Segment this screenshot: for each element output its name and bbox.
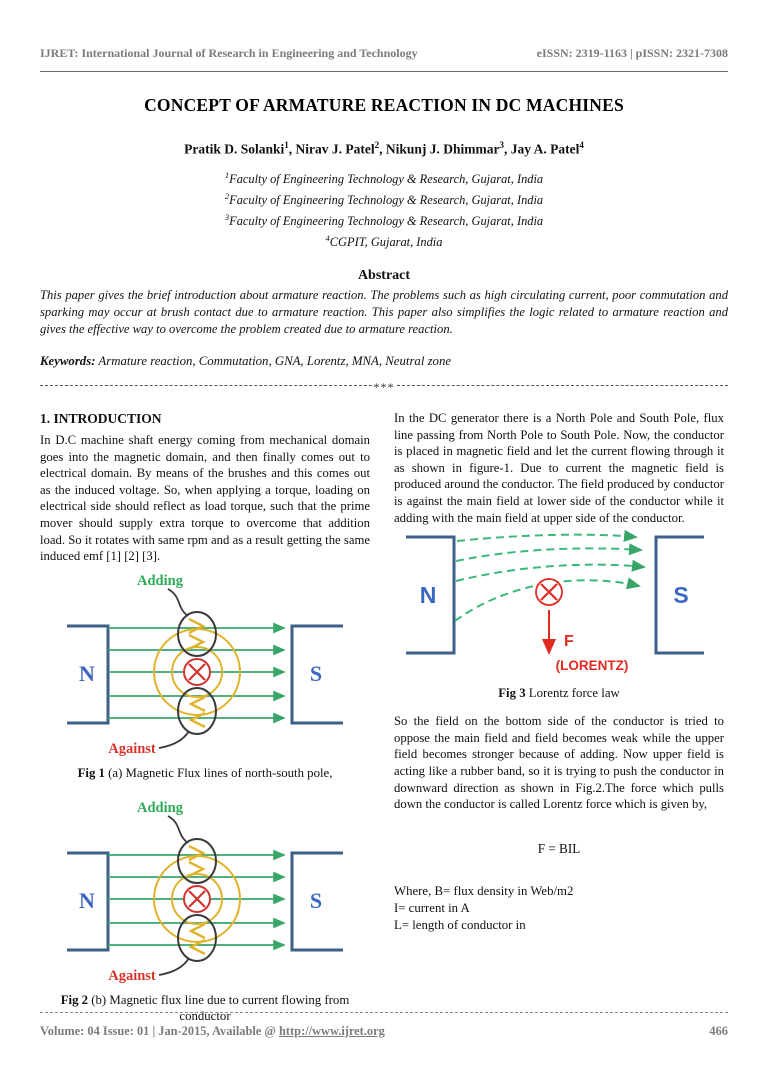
author-superscript: 4 [579, 140, 584, 150]
svg-text:S: S [310, 888, 322, 913]
figure-3: N S [394, 529, 724, 701]
keywords-line: Keywords: Armature reaction, Commutation… [40, 354, 728, 369]
magnetic-flux-diagram-2: Adding N S [67, 800, 343, 984]
affiliation-superscript: 2 [224, 190, 230, 201]
lorentz-paragraph: So the field on the bottom side of the c… [394, 714, 724, 812]
field-direction-chevrons [188, 617, 206, 728]
where-line: L= length of conductor in [394, 917, 526, 932]
authors-line: Pratik D. Solanki1, Nirav J. Patel2, Nik… [184, 140, 584, 157]
against-label: Against [108, 968, 156, 984]
keywords-text: Armature reaction, Commutation, GNA, Lor… [95, 354, 452, 368]
affiliation-line: 3Faculty of Engineering Technology & Res… [224, 211, 544, 228]
north-pole: N [67, 851, 110, 952]
svg-text:S: S [673, 582, 688, 608]
magnetic-flux-diagram-1: Adding N S [67, 573, 343, 757]
south-pole: S [290, 851, 343, 952]
svg-text:N: N [79, 888, 95, 913]
right-column: In the DC generator there is a North Pol… [394, 405, 724, 1024]
journal-header: IJRET: International Journal of Research… [40, 0, 728, 61]
keywords-label: Keywords: [40, 354, 96, 368]
dashed-line-left [40, 385, 372, 386]
north-pole: N [67, 624, 110, 725]
intro-heading: 1. INTRODUCTION [40, 411, 162, 426]
svg-text:N: N [420, 582, 437, 608]
north-pole: N [406, 535, 456, 655]
dashed-line-right [396, 385, 728, 386]
against-pointer-line [158, 730, 190, 749]
left-column: 1. INTRODUCTION In D.C machine shaft ene… [40, 405, 370, 1024]
paper-title: CONCEPT OF ARMATURE REACTION IN DC MACHI… [144, 95, 624, 115]
header-divider [40, 71, 728, 72]
author-superscript: 2 [374, 140, 380, 150]
affiliation-superscript: 4 [325, 232, 330, 243]
journal-name: IJRET: International Journal of Research… [40, 46, 418, 60]
adding-label: Adding [137, 800, 184, 816]
intro-paragraph: In D.C machine shaft energy coming from … [40, 433, 370, 564]
abstract-text: This paper gives the brief introduction … [40, 288, 728, 336]
conductor-icon [183, 657, 211, 686]
conductor-icon [183, 884, 211, 913]
affiliation-line: 4CGPIT, Gujarat, India [325, 232, 443, 249]
svg-text:S: S [310, 661, 322, 686]
author-name: Jay A. Patel [510, 141, 580, 157]
footer-volume-line: Volume: 04 Issue: 01 | Jan-2015, Availab… [40, 1024, 385, 1039]
lorentz-force-diagram: N S [406, 530, 704, 673]
figure-2: Adding N S [40, 796, 370, 1024]
affiliation-line: 1Faculty of Engineering Technology & Res… [224, 169, 544, 186]
affiliation-superscript: 1 [224, 169, 230, 180]
against-label: Against [108, 741, 156, 757]
where-line: I= current in A [394, 900, 470, 915]
affiliation-line: 2Faculty of Engineering Technology & Res… [224, 190, 544, 207]
force-label: F [564, 633, 574, 650]
author-superscript: 3 [499, 140, 505, 150]
author-name: Nikunj J. Dhimmar [385, 141, 500, 157]
author-name: Pratik D. Solanki [184, 141, 285, 157]
south-pole: S [290, 624, 343, 725]
figure-3-caption: Fig 3 Lorentz force law [498, 686, 620, 701]
dashed-flux-curves [454, 530, 646, 622]
page-number: 466 [709, 1024, 728, 1038]
author-superscript: 1 [284, 140, 289, 150]
field-direction-chevrons [188, 844, 206, 955]
adding-pointer-line [167, 814, 189, 844]
figure-1: Adding N S [40, 569, 370, 781]
adding-pointer-line [167, 587, 189, 617]
footer-journal-url[interactable]: http://www.ijret.org [279, 1024, 385, 1038]
abstract-heading: Abstract [357, 268, 411, 283]
generator-paragraph: In the DC generator there is a North Pol… [394, 411, 724, 525]
figure-1-caption: Fig 1 (a) Magnetic Flux lines of north-s… [77, 765, 333, 780]
zone-ellipses [177, 837, 217, 962]
section-separator: *** [40, 378, 728, 394]
conductor-icon [535, 578, 563, 607]
where-definitions: Where, B= flux density in Web/m2 I= curre… [394, 883, 724, 934]
against-pointer-line [158, 957, 190, 976]
lorentz-label: (LORENTZ) [556, 658, 629, 673]
affiliation-superscript: 3 [224, 211, 230, 222]
where-line: Where, B= flux density in Web/m2 [394, 883, 574, 898]
zone-ellipses [177, 610, 217, 735]
page-footer: Volume: 04 Issue: 01 | Jan-2015, Availab… [40, 1012, 728, 1039]
svg-text:N: N [79, 661, 95, 686]
south-pole: S [654, 535, 704, 655]
two-column-body: 1. INTRODUCTION In D.C machine shaft ene… [40, 405, 728, 1024]
author-name: Nirav J. Patel [295, 141, 375, 157]
separator-stars: *** [373, 380, 395, 394]
adding-label: Adding [137, 573, 184, 589]
equation-f-bil: F = BIL [537, 840, 581, 856]
journal-issn: eISSN: 2319-1163 | pISSN: 2321-7308 [536, 46, 728, 60]
footer-volume-text: Volume: 04 Issue: 01 | Jan-2015, Availab… [40, 1024, 280, 1038]
affiliations-block: 1Faculty of Engineering Technology & Res… [40, 167, 728, 252]
